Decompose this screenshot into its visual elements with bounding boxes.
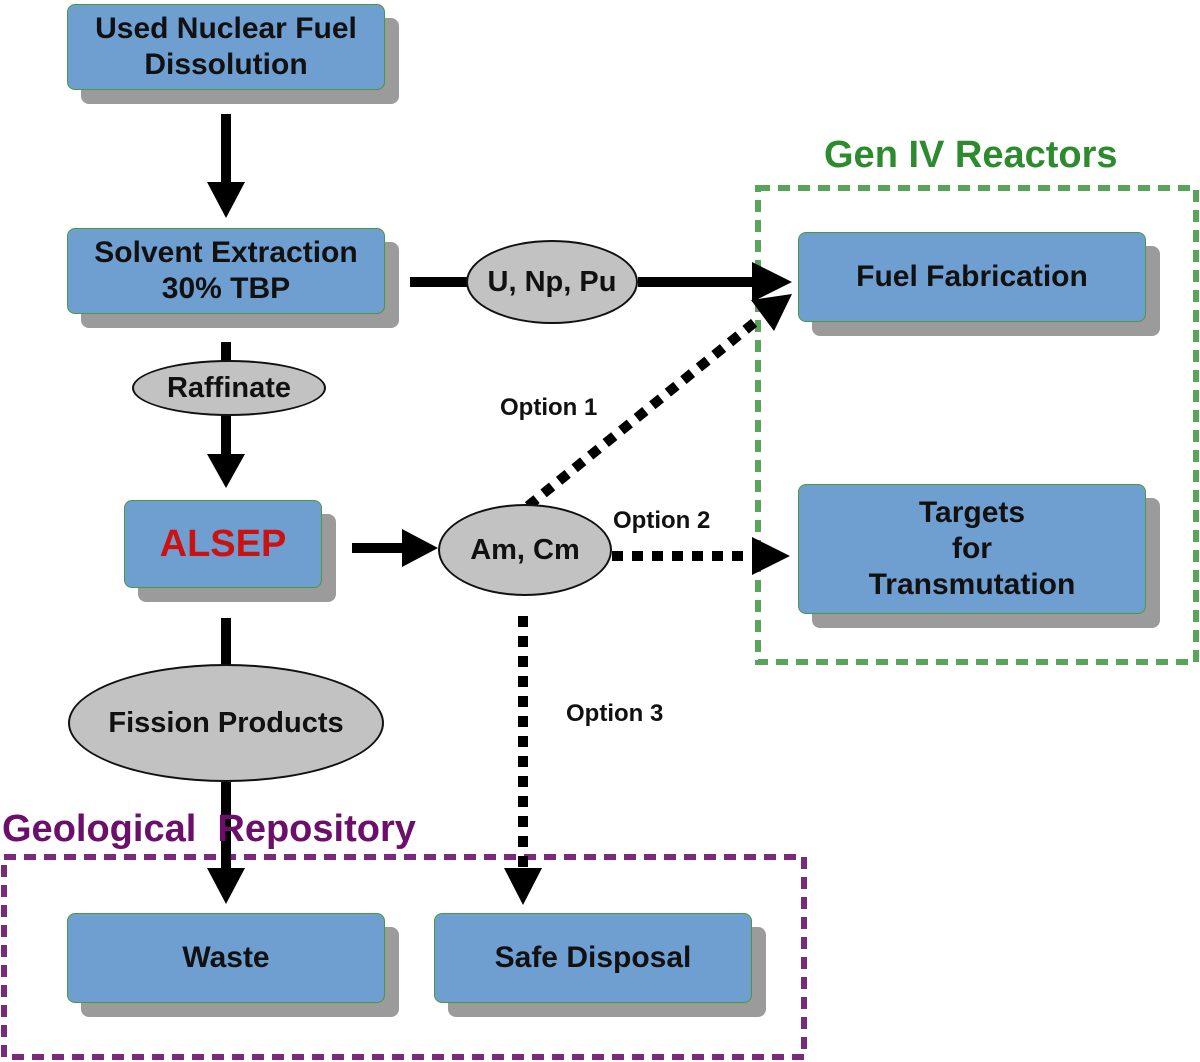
option1-label: Option 1 [500,394,598,421]
targets-label-line2: for [951,532,992,565]
arrowhead-fission-to-waste [207,868,245,904]
arrowhead-option2 [752,537,790,575]
solvent-label-line1: Solvent Extraction [94,236,358,269]
arrowhead-unppu-to-fuel [752,262,792,302]
arrowhead-option3 [504,868,542,905]
am-cm-oval: Am, Cm [438,504,612,596]
gen-iv-group-border [755,185,1199,665]
arrowhead-raffinate-to-alsep [207,454,245,488]
fuel-fabrication-box: Fuel Fabrication [798,232,1146,322]
raffinate-label: Raffinate [166,371,292,404]
u-np-pu-label: U, Np, Pu [487,265,617,298]
dissolution-label-line2: Dissolution [144,48,308,81]
targets-label-line1: Targets [918,496,1026,529]
arrowhead-dissolution-to-solvent [207,182,245,218]
fuel-fabrication-label: Fuel Fabrication [856,260,1088,293]
waste-box: Waste [67,913,385,1003]
arrowhead-alsep-to-amcm [402,529,438,567]
targets-label-line3: Transmutation [868,568,1076,601]
alsep-box: ALSEP [124,500,322,588]
safe-disposal-label: Safe Disposal [494,941,692,974]
fission-products-label: Fission Products [108,706,344,739]
geological-group-border [1,854,807,1060]
option3-label: Option 3 [566,700,664,727]
gen-iv-group-title: Gen IV Reactors [824,134,1118,176]
am-cm-label: Am, Cm [470,533,580,566]
option2-label: Option 2 [613,507,711,534]
u-np-pu-oval: U, Np, Pu [466,240,638,324]
raffinate-oval: Raffinate [132,360,326,416]
arrowhead-option1 [751,294,792,331]
solvent-label-line2: 30% TBP [161,272,291,305]
safe-disposal-box: Safe Disposal [434,913,752,1003]
alsep-label: ALSEP [159,523,287,565]
waste-label: Waste [182,941,270,974]
dissolution-label-line1: Used Nuclear Fuel [95,12,357,45]
fission-products-oval: Fission Products [68,664,384,782]
arrow-option1 [524,314,764,510]
geological-group-title: Geological Repository [2,808,416,850]
